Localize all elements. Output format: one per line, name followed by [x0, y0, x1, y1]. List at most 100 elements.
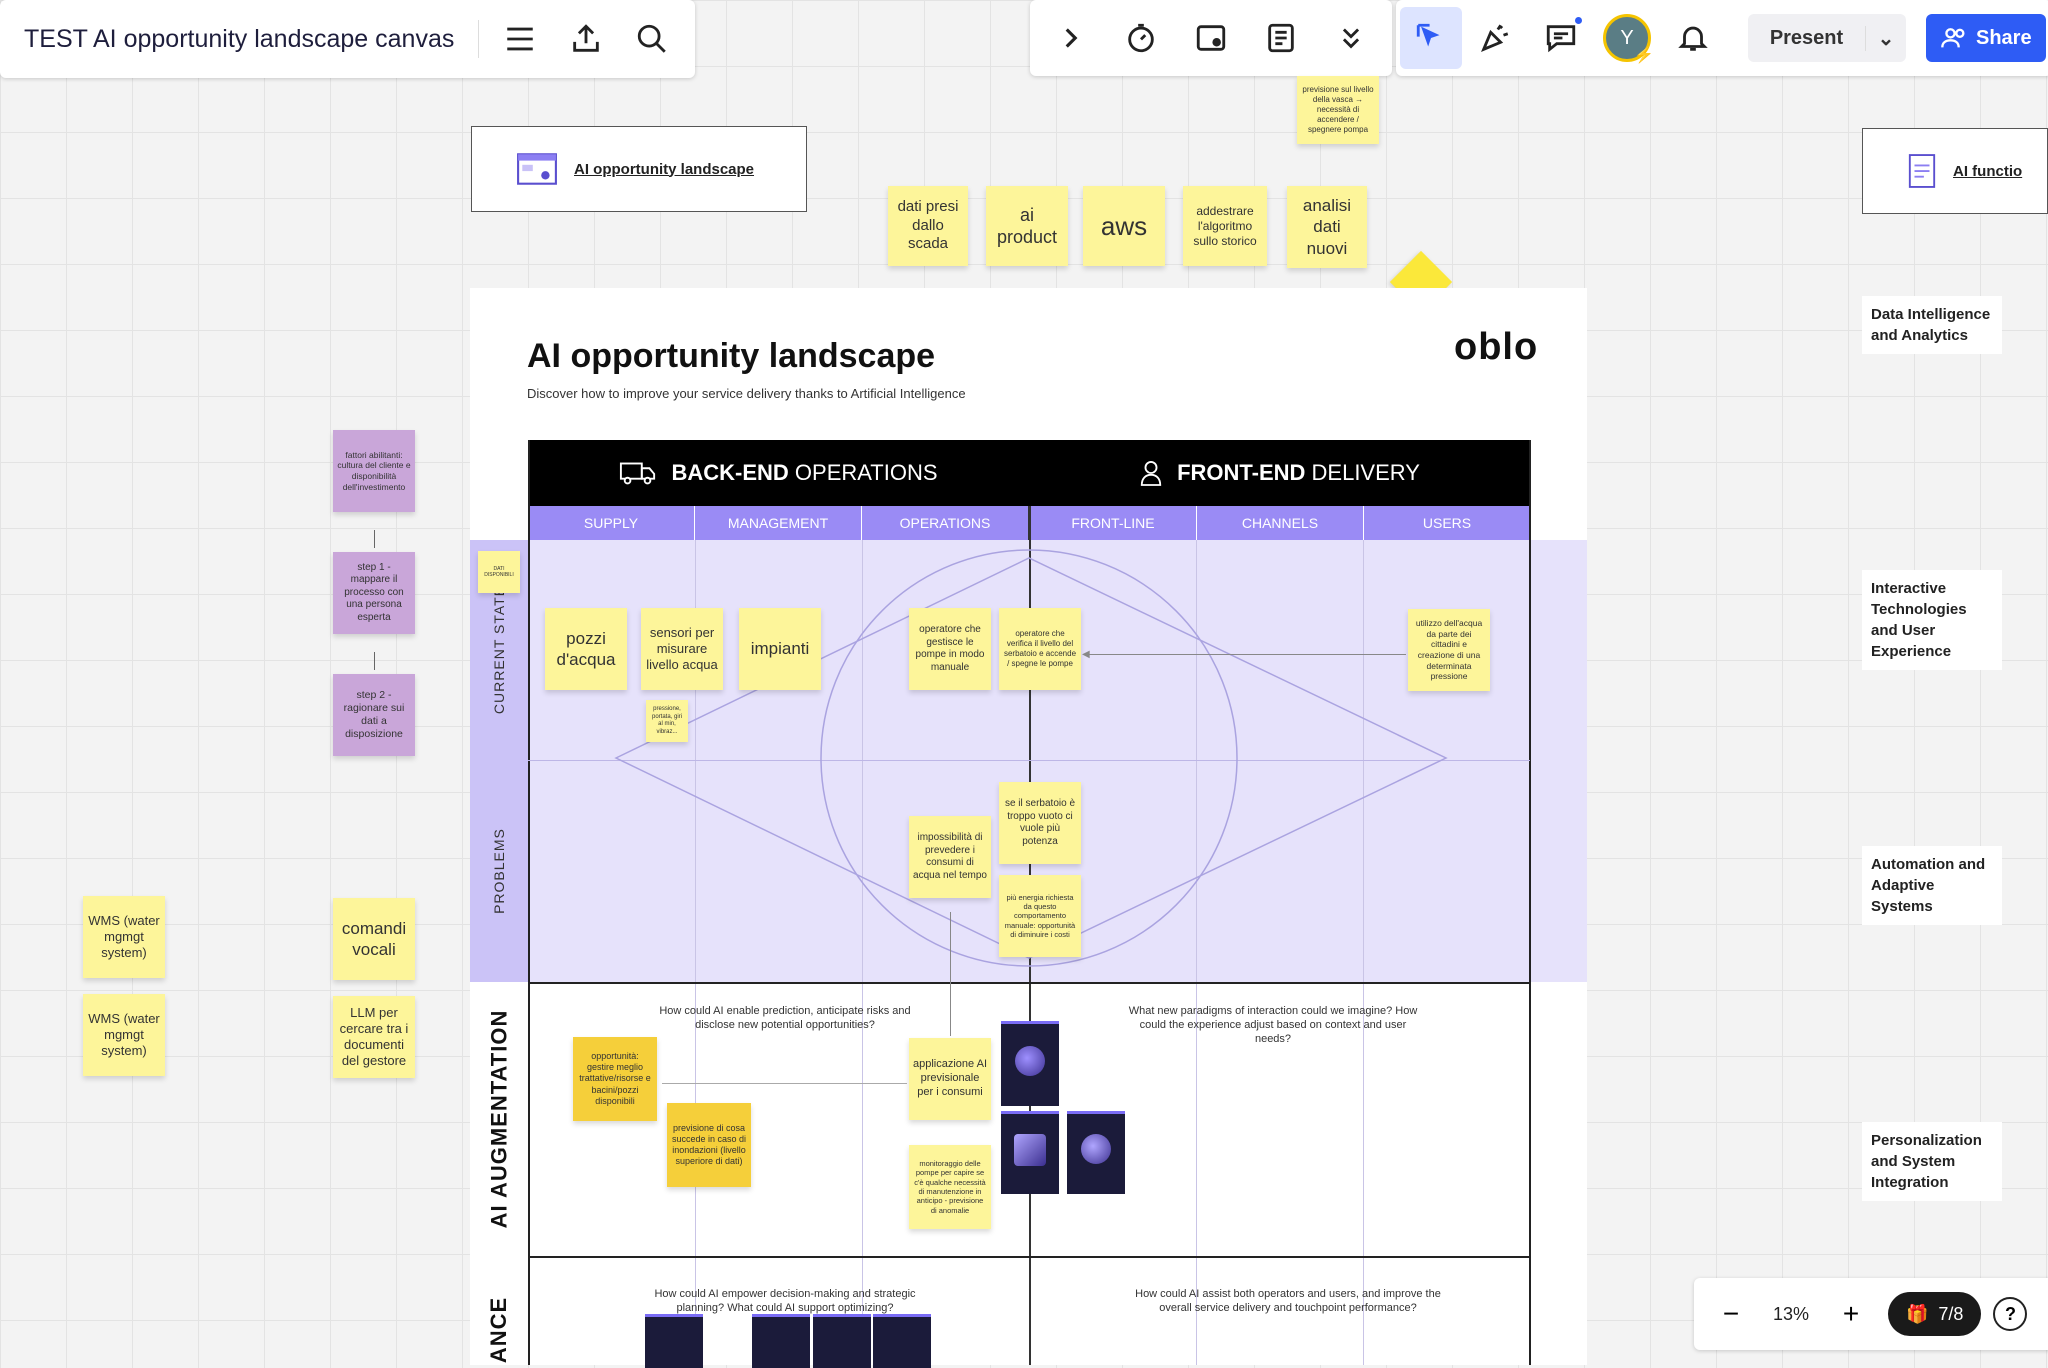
- timer-icon: [1128, 23, 1154, 53]
- notifications-button[interactable]: [1660, 5, 1726, 71]
- grid-line: [1529, 440, 1531, 1365]
- users-icon: [1941, 28, 1965, 48]
- avatar-initial: Y: [1620, 26, 1634, 49]
- sticky-note[interactable]: previsione sul livello della vasca → nec…: [1297, 76, 1379, 144]
- column-supply: SUPPLY: [528, 506, 695, 540]
- section-header: BACK-END OPERATIONS FRONT-END DELIVERY: [528, 440, 1530, 506]
- expand-button[interactable]: [1038, 5, 1104, 71]
- notification-dot: [1575, 17, 1582, 24]
- connector-arrow: [950, 912, 951, 1036]
- sticky-note[interactable]: pozzi d'acqua: [545, 608, 627, 690]
- comments-button[interactable]: [1528, 5, 1594, 71]
- party-popper-icon: [1481, 24, 1509, 52]
- sticky-note[interactable]: più energia richiesta da questo comporta…: [999, 875, 1081, 957]
- sticky-note[interactable]: ai product: [986, 186, 1068, 266]
- zoom-level[interactable]: 13%: [1772, 1303, 1810, 1324]
- frontend-bold: FRONT-END: [1177, 460, 1306, 485]
- sticky-note[interactable]: opportunità: gestire meglio trattative/r…: [573, 1037, 657, 1121]
- present-label: Present: [1769, 26, 1844, 49]
- gift-icon: 🎁: [1906, 1303, 1929, 1324]
- page-count: 7/8: [1938, 1303, 1964, 1324]
- chevrons-down-icon: [1342, 28, 1360, 49]
- more-tools-button[interactable]: [1318, 5, 1384, 71]
- sticky-note[interactable]: analisi dati nuovi: [1287, 186, 1367, 268]
- grid-line: [528, 1256, 1530, 1258]
- page-indicator-button[interactable]: 🎁 7/8: [1888, 1292, 1982, 1336]
- export-button[interactable]: [553, 6, 619, 72]
- timer-button[interactable]: [1108, 5, 1174, 71]
- ai-capability-card[interactable]: [752, 1314, 810, 1368]
- ai-capability-card[interactable]: [645, 1314, 703, 1368]
- sticky-note[interactable]: impossibilità di prevedere i consumi di …: [909, 816, 991, 898]
- board-title: AI opportunity landscape: [527, 337, 936, 375]
- sticky-note[interactable]: step 2 - ragionare sui dati a disposizio…: [333, 674, 415, 756]
- user-avatar-button[interactable]: Y ⚡: [1594, 5, 1660, 71]
- sticky-note[interactable]: step 1 - mappare il processo con una per…: [333, 552, 415, 634]
- column-channels: CHANNELS: [1197, 506, 1364, 540]
- sticky-note[interactable]: se il serbatoio è troppo vuoto ci vuole …: [999, 782, 1081, 864]
- sticky-note[interactable]: sensori per misurare livello acqua: [641, 608, 723, 690]
- sticky-note[interactable]: impianti: [739, 608, 821, 690]
- tools-bar: [1030, 0, 1392, 76]
- search-button[interactable]: [619, 6, 685, 72]
- share-button[interactable]: Share: [1926, 14, 2046, 62]
- sticky-note[interactable]: previsione di cosa succede in caso di in…: [667, 1103, 751, 1187]
- canvas-frame-icon: [517, 153, 557, 185]
- card-illustration: [1015, 1046, 1045, 1076]
- sticky-note[interactable]: dati presi dallo scada: [888, 186, 968, 266]
- grid-line: [1363, 540, 1364, 1365]
- oblo-logo: oblo: [1454, 326, 1539, 368]
- person-icon: [1140, 461, 1162, 486]
- menu-button[interactable]: [487, 6, 553, 72]
- sticky-note[interactable]: fattori abilitanti: cultura del cliente …: [333, 430, 415, 512]
- board-title-bar: TEST AI opportunity landscape canvas: [0, 0, 695, 78]
- sticky-note[interactable]: WMS (water mgmgt system): [83, 896, 165, 978]
- reactions-button[interactable]: [1400, 7, 1462, 69]
- board-title[interactable]: TEST AI opportunity landscape canvas: [24, 24, 455, 53]
- connector-arrow: [1084, 654, 1406, 655]
- help-button[interactable]: ?: [1993, 1297, 2028, 1331]
- document-frame-icon: [1908, 154, 1936, 188]
- card-button[interactable]: [1178, 5, 1244, 71]
- category-card[interactable]: Automation and Adaptive Systems: [1862, 846, 2002, 925]
- sticky-note[interactable]: DATI DISPONIBILI: [478, 551, 520, 593]
- prompt-question: How could AI enable prediction, anticipa…: [659, 1005, 911, 1031]
- sticky-note[interactable]: addestrare l'algoritmo sullo storico: [1183, 186, 1267, 266]
- sticky-note[interactable]: WMS (water mgmgt system): [83, 994, 165, 1076]
- category-card[interactable]: Interactive Technologies and User Experi…: [1862, 570, 2002, 670]
- ai-capability-card[interactable]: [1067, 1111, 1125, 1194]
- zoom-out-button[interactable]: −: [1706, 1289, 1756, 1339]
- bell-icon: [1678, 26, 1708, 51]
- celebrate-button[interactable]: [1462, 5, 1528, 71]
- row-label-problems: PROBLEMS: [470, 760, 528, 982]
- ai-capability-card[interactable]: [873, 1314, 931, 1368]
- zoom-in-button[interactable]: +: [1826, 1289, 1876, 1339]
- sticky-note[interactable]: LLM per cercare tra i documenti del gest…: [333, 996, 415, 1078]
- frame-link-ai-opportunity[interactable]: AI opportunity landscape: [471, 126, 807, 212]
- sticky-note[interactable]: utilizzo dell'acqua da parte dei cittadi…: [1408, 609, 1490, 691]
- present-button[interactable]: Present ⌄: [1748, 14, 1906, 62]
- ai-capability-card[interactable]: [813, 1314, 871, 1368]
- chevron-down-icon[interactable]: ⌄: [1865, 25, 1906, 51]
- sticky-note[interactable]: pressione, portata, giri al min, vibraz.…: [646, 700, 688, 742]
- category-card[interactable]: Personalization and System Integration: [1862, 1122, 2002, 1201]
- cursor-arrow-icon: [1416, 23, 1440, 47]
- column-front-line: FRONT-LINE: [1030, 506, 1197, 540]
- category-card[interactable]: Data Intelligence and Analytics: [1862, 296, 2002, 354]
- sticky-note[interactable]: aws: [1083, 186, 1165, 266]
- sticky-note[interactable]: comandi vocali: [333, 898, 415, 980]
- plus-icon: +: [1842, 1298, 1860, 1329]
- card-illustration: [1081, 1134, 1111, 1164]
- grid-line: [1196, 540, 1197, 1365]
- sticky-note[interactable]: operatore che gestisce le pompe in modo …: [909, 608, 991, 690]
- ai-capability-card[interactable]: [1001, 1111, 1059, 1194]
- grid-line: [528, 760, 1530, 761]
- board-subtitle: Discover how to improve your service del…: [527, 386, 966, 401]
- sticky-note[interactable]: operatore che verifica il livello del se…: [999, 608, 1081, 690]
- frontend-header: FRONT-END DELIVERY: [1029, 440, 1530, 506]
- sticky-note[interactable]: applicazione AI previsionale per i consu…: [909, 1038, 991, 1120]
- frame-link-ai-functions[interactable]: AI functio: [1862, 128, 2048, 214]
- notes-button[interactable]: [1248, 5, 1314, 71]
- ai-capability-card[interactable]: [1001, 1021, 1059, 1106]
- sticky-note[interactable]: monitoraggio delle pompe per capire se c…: [909, 1145, 991, 1229]
